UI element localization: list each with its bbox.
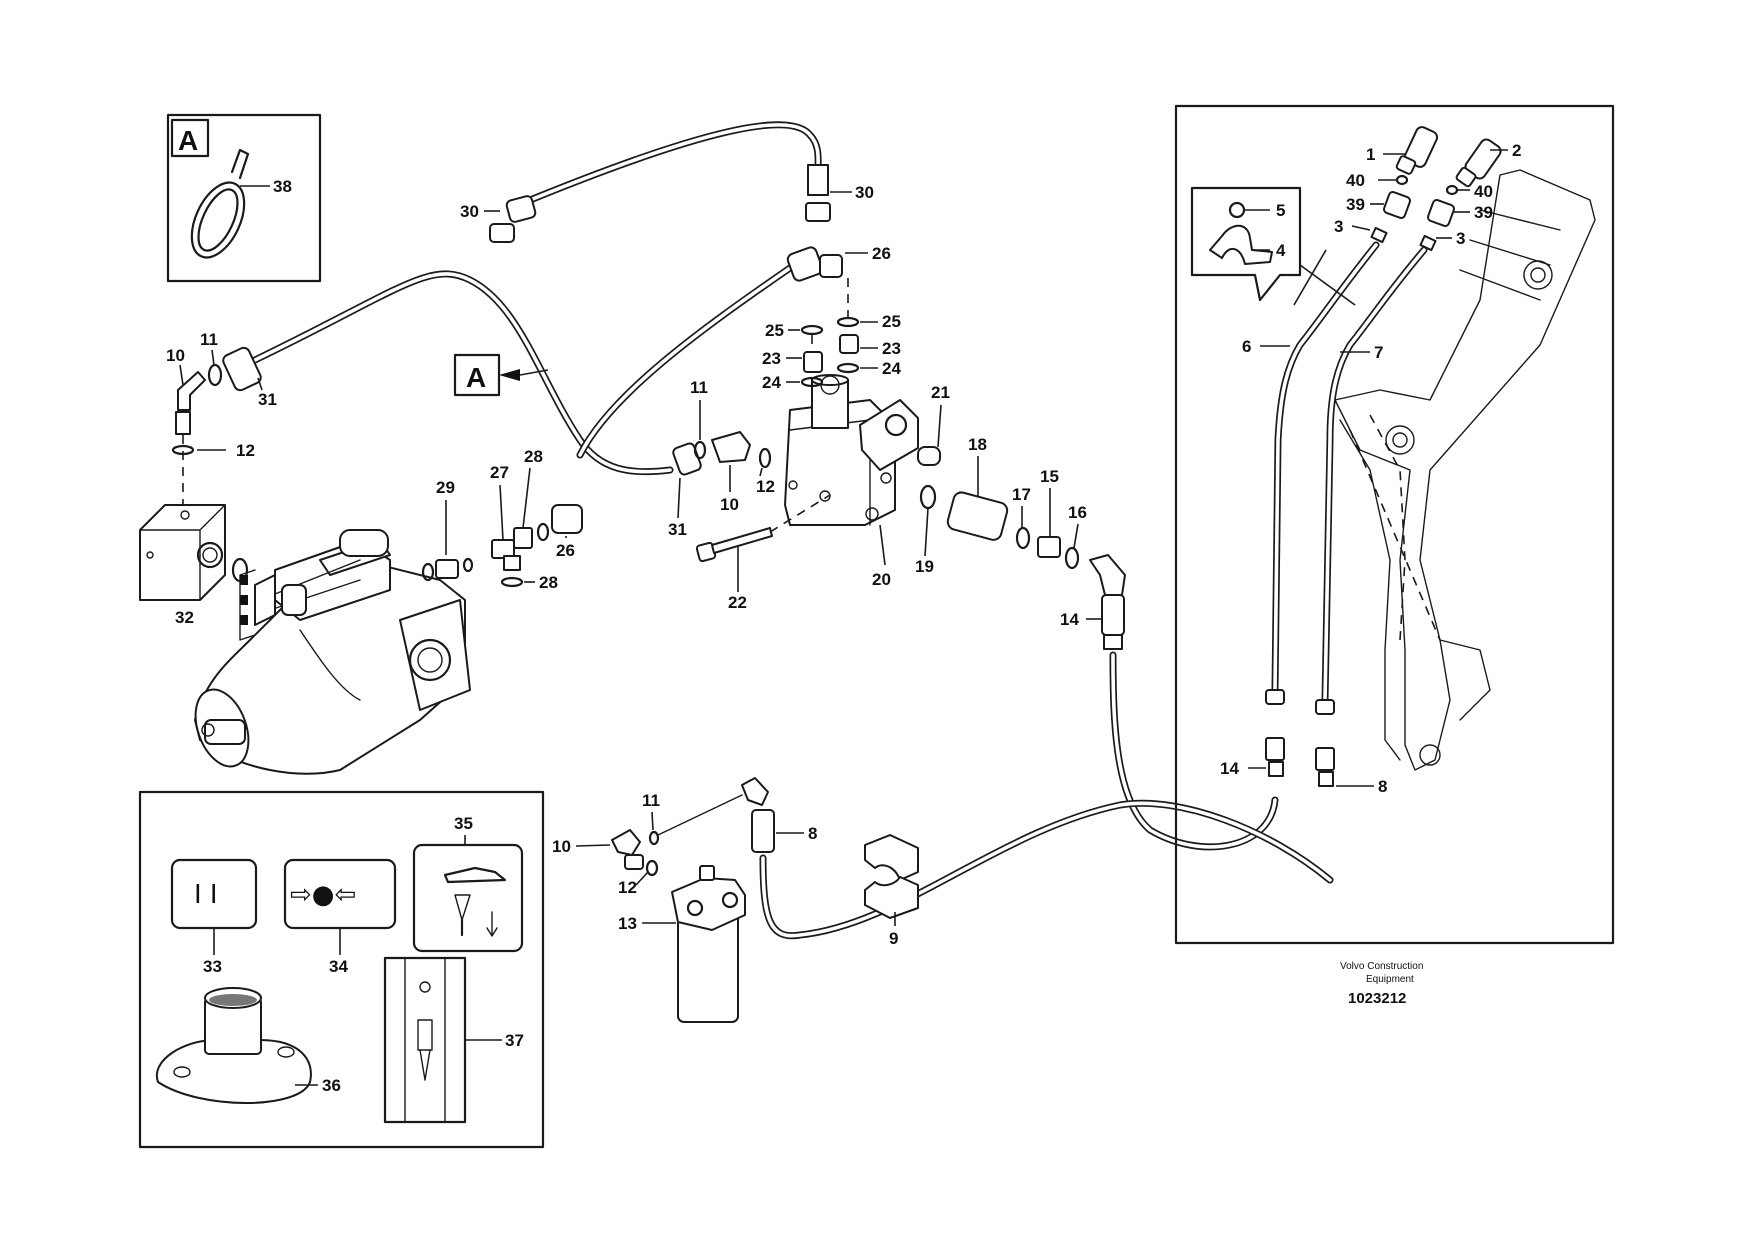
label-12-bottom: 12 [618, 878, 637, 897]
center-symbol: ⇨●⇦ [290, 880, 356, 910]
callout-a: A [453, 353, 549, 397]
hose-26-31 [251, 246, 843, 476]
label-38: 38 [273, 177, 292, 196]
fittings-27-28-29 [421, 504, 583, 588]
detail-a-label: A [178, 125, 198, 156]
label-39-right: 39 [1474, 203, 1493, 222]
label-9: 9 [889, 929, 898, 948]
pedal-icon [443, 866, 507, 937]
label-26-top: 26 [872, 244, 891, 263]
label-11-bottom: 11 [642, 791, 660, 810]
label-30-right: 30 [855, 183, 874, 202]
label-10-bottom: 10 [552, 837, 571, 856]
hose-8-bottom [657, 777, 1334, 940]
label-28-top: 28 [524, 447, 543, 466]
pedal-symbol-plate [412, 843, 524, 953]
label-39-left: 39 [1346, 195, 1365, 214]
label-22: 22 [728, 593, 747, 612]
label-25-left: 25 [765, 321, 784, 340]
label-6: 6 [1242, 337, 1251, 356]
label-40-right: 40 [1474, 182, 1493, 201]
flange-block-32 [139, 504, 249, 601]
label-16: 16 [1068, 503, 1087, 522]
fitting-10-bottom [611, 829, 660, 877]
boom-detail-box: 5 4 1 2 40 40 39 39 3 3 [1174, 104, 1615, 945]
valve-block-20 [784, 374, 941, 526]
footer-brand-line2: Equipment [1366, 974, 1414, 985]
label-13: 13 [618, 914, 637, 933]
label-37: 37 [505, 1031, 524, 1050]
foot-switch-icon [155, 987, 312, 1104]
label-23-right: 23 [882, 339, 901, 358]
fitting-10-middle [672, 431, 772, 476]
label-14-middle: 14 [1060, 610, 1079, 629]
fitting-stack-right [836, 278, 860, 374]
bolt-22 [695, 494, 831, 563]
label-27: 27 [490, 463, 509, 482]
cable-tie-icon [190, 148, 250, 259]
symbols-box: I I 33 ⇨●⇦ 34 35 36 [138, 790, 545, 1149]
label-25-right: 25 [882, 312, 901, 331]
label-1: 1 [1366, 145, 1375, 164]
quick-coupling-2 [1455, 138, 1502, 188]
label-17: 17 [1012, 485, 1031, 504]
label-32: 32 [175, 608, 194, 627]
drawing-number: 1023212 [1348, 990, 1406, 1007]
label-29: 29 [436, 478, 455, 497]
quick-coupling-1 [1395, 126, 1439, 175]
label-15: 15 [1040, 467, 1059, 486]
label-11-left: 11 [200, 330, 218, 349]
label-31-middle: 31 [668, 520, 687, 539]
label-8-right: 8 [1378, 777, 1387, 796]
pause-symbol: I I [194, 880, 218, 910]
hydraulic-pump-icon [194, 529, 471, 775]
label-40-left: 40 [1346, 171, 1365, 190]
label-31-left: 31 [258, 390, 277, 409]
callout-a-label: A [466, 362, 486, 393]
label-10-middle: 10 [720, 495, 739, 514]
return-filter-13 [671, 865, 746, 1023]
label-3-right: 3 [1456, 229, 1465, 248]
label-26-bottom: 26 [556, 541, 575, 560]
label-34: 34 [329, 957, 348, 976]
clamp-9 [864, 834, 919, 919]
pipe-7 [1315, 246, 1428, 787]
label-14-right: 14 [1220, 759, 1239, 778]
label-36: 36 [322, 1076, 341, 1095]
footer-title-block: Volvo Construction Equipment 1023212 [1340, 961, 1423, 1007]
label-7: 7 [1374, 343, 1383, 362]
fittings-15-19 [919, 484, 1126, 596]
label-21: 21 [931, 383, 950, 402]
label-12-middle: 12 [756, 477, 775, 496]
label-8-bottom: 8 [808, 824, 817, 843]
label-33: 33 [203, 957, 222, 976]
label-3-left: 3 [1334, 217, 1343, 236]
label-12-left: 12 [236, 441, 255, 460]
label-10-left: 10 [166, 346, 185, 365]
fitting-stack-left [800, 324, 824, 388]
label-19: 19 [915, 557, 934, 576]
fitting-10-left [175, 346, 262, 435]
label-11-middle: 11 [690, 378, 708, 397]
label-23-left: 23 [762, 349, 781, 368]
label-24-right: 24 [882, 359, 901, 378]
hose-30 [489, 121, 831, 243]
label-28-bottom: 28 [539, 573, 558, 592]
pipe-6 [1265, 241, 1380, 777]
label-30-left: 30 [460, 202, 479, 221]
clamp-detail [1190, 186, 1302, 302]
detail-a-box: A 38 [166, 113, 322, 283]
boom-arm-icon [1334, 169, 1596, 771]
footer-brand-line1: Volvo Construction [1340, 961, 1423, 972]
label-18: 18 [968, 435, 987, 454]
label-35: 35 [454, 814, 473, 833]
label-2: 2 [1512, 141, 1521, 160]
label-4: 4 [1276, 241, 1286, 260]
label-5: 5 [1276, 201, 1285, 220]
label-24-left: 24 [762, 373, 781, 392]
label-20: 20 [872, 570, 891, 589]
